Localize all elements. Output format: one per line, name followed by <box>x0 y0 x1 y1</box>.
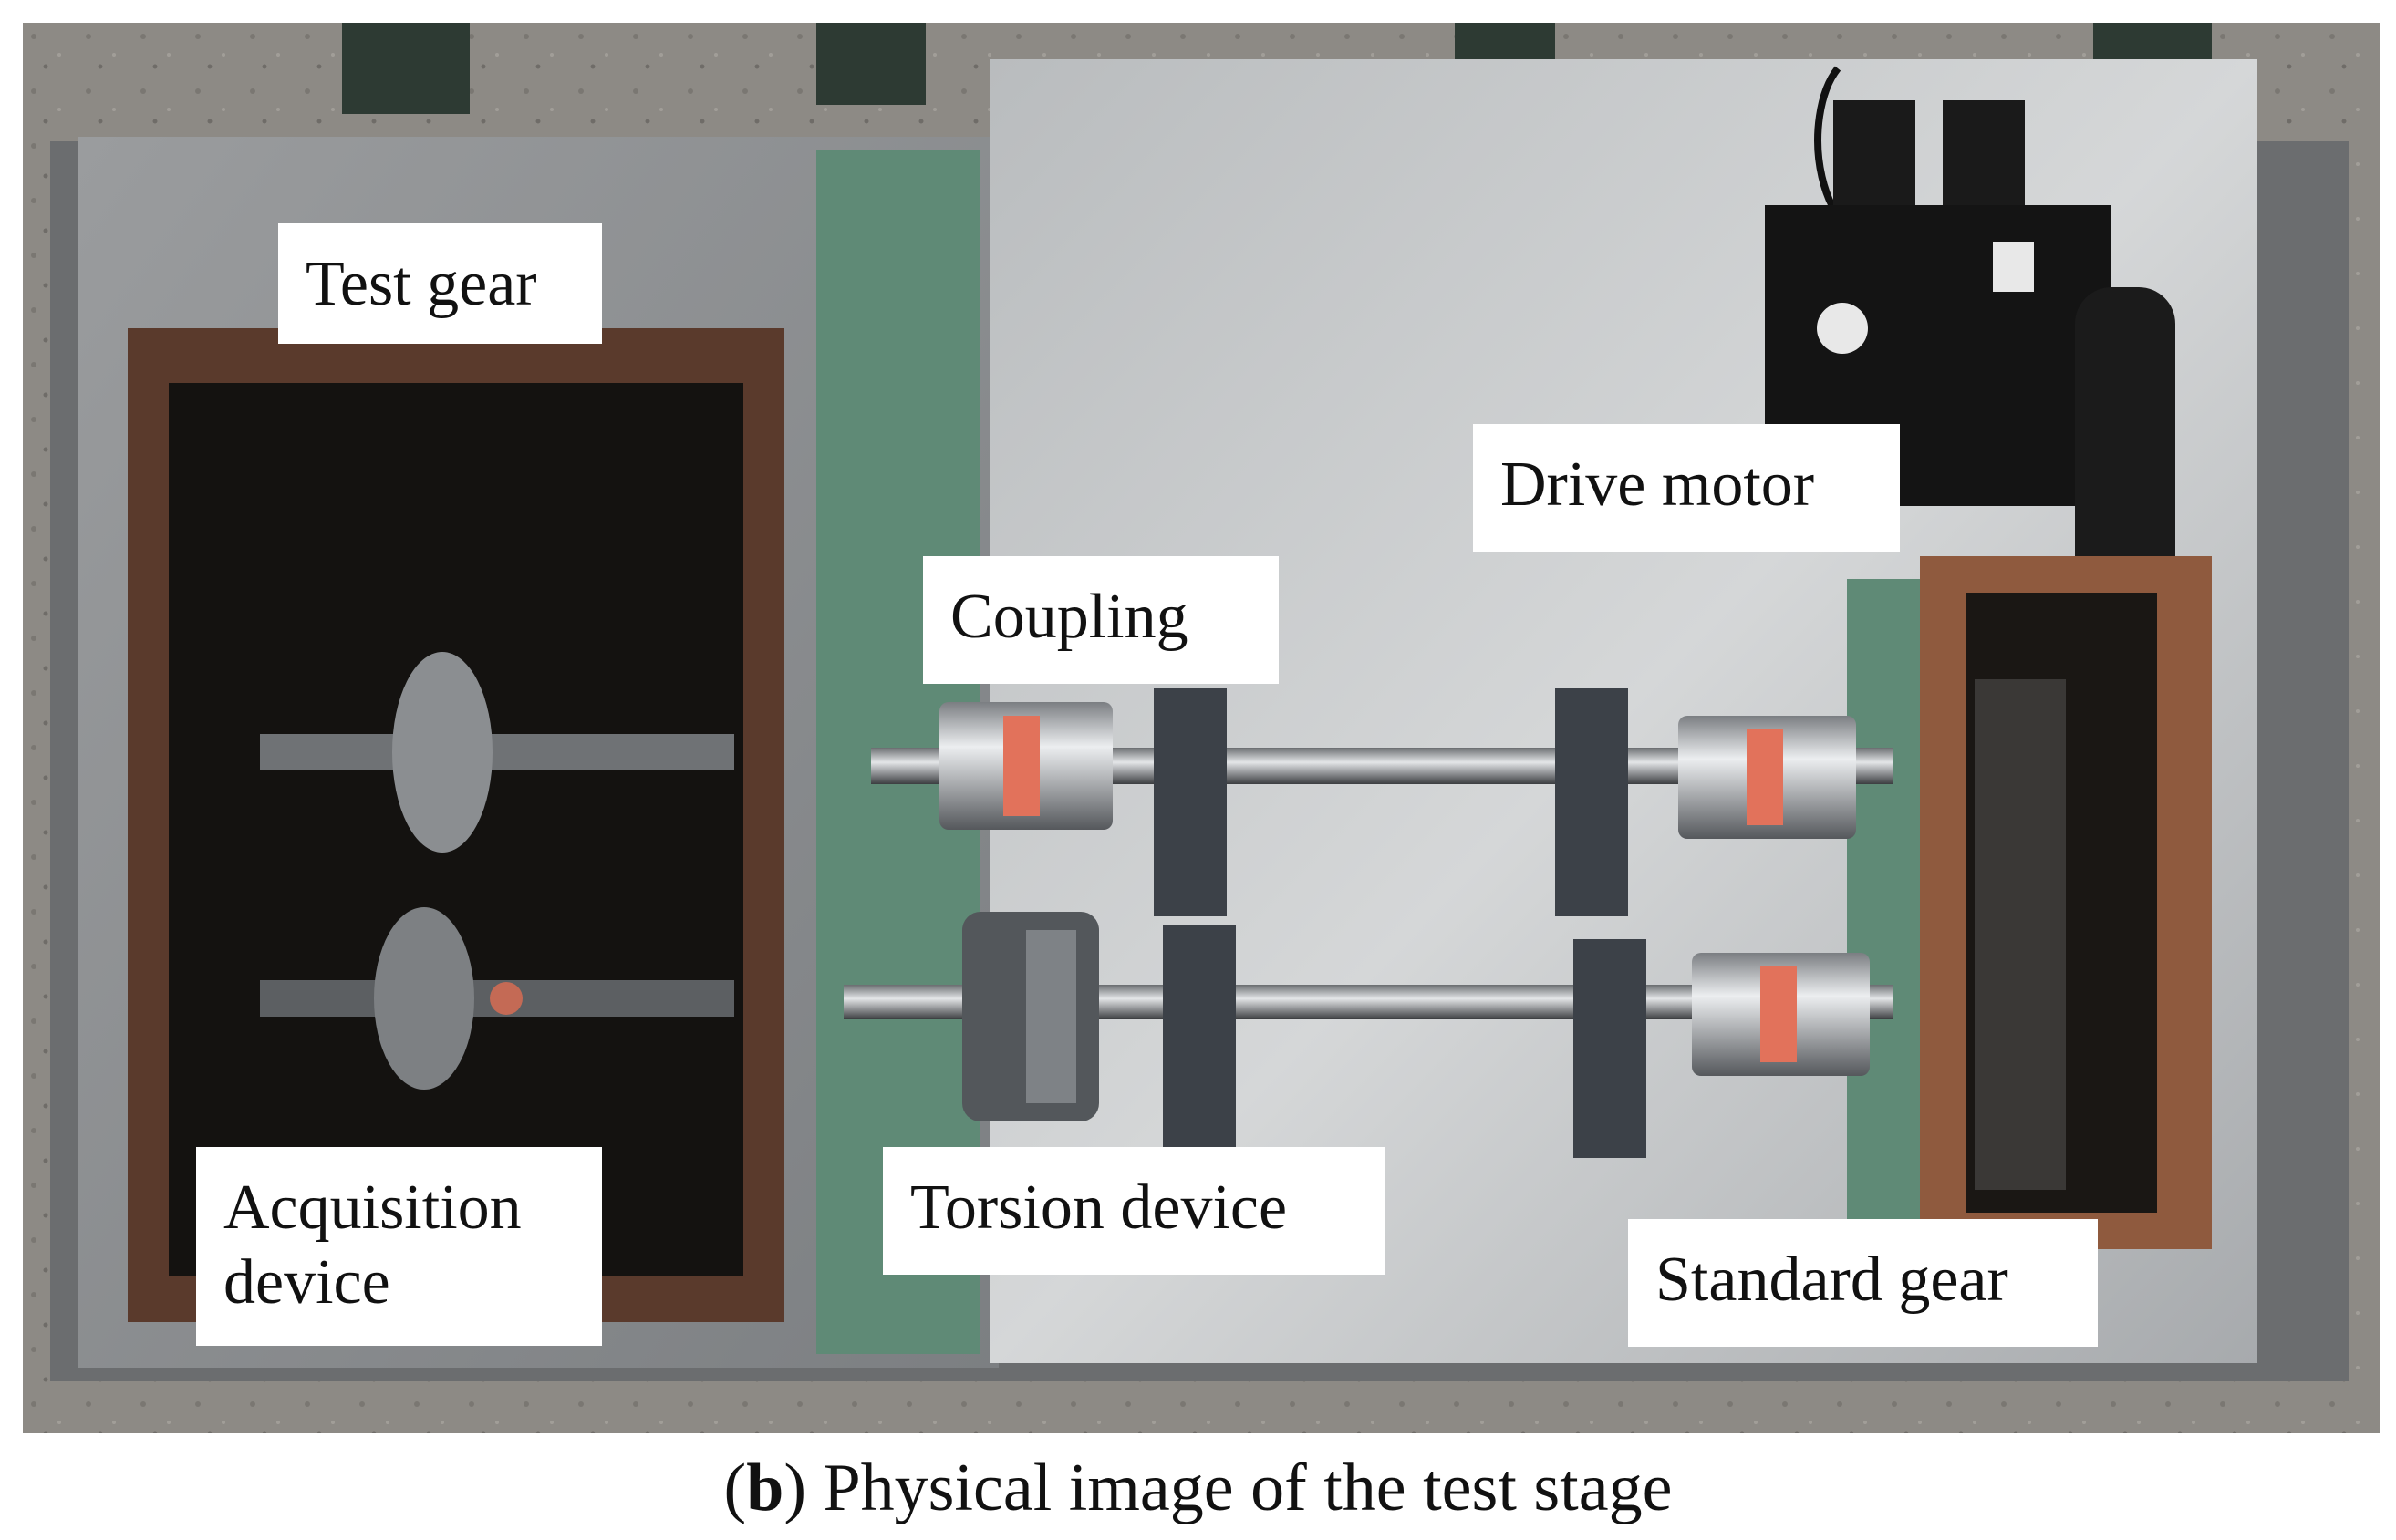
label-standard-gear: Standard gear <box>1628 1219 2098 1347</box>
upper-bearing-left <box>1154 688 1227 916</box>
figure-caption: (b) Physical image of the test stage <box>0 1450 2396 1527</box>
test-stage-photo <box>23 23 2380 1433</box>
label-torsion-device: Torsion device <box>883 1147 1385 1275</box>
caption-open-paren: ( <box>723 1451 747 1525</box>
label-drive-motor: Drive motor <box>1473 424 1900 552</box>
lower-bearing-left <box>1163 925 1236 1153</box>
upper-bearing-right <box>1555 688 1628 916</box>
label-test-gear: Test gear <box>278 223 602 344</box>
lower-bearing-right <box>1573 939 1646 1158</box>
caption-letter: b <box>746 1451 784 1525</box>
caption-text: ) Physical image of the test stage <box>783 1451 1673 1525</box>
label-acquisition-device: Acquisition device <box>196 1147 602 1346</box>
label-coupling: Coupling <box>923 556 1279 684</box>
